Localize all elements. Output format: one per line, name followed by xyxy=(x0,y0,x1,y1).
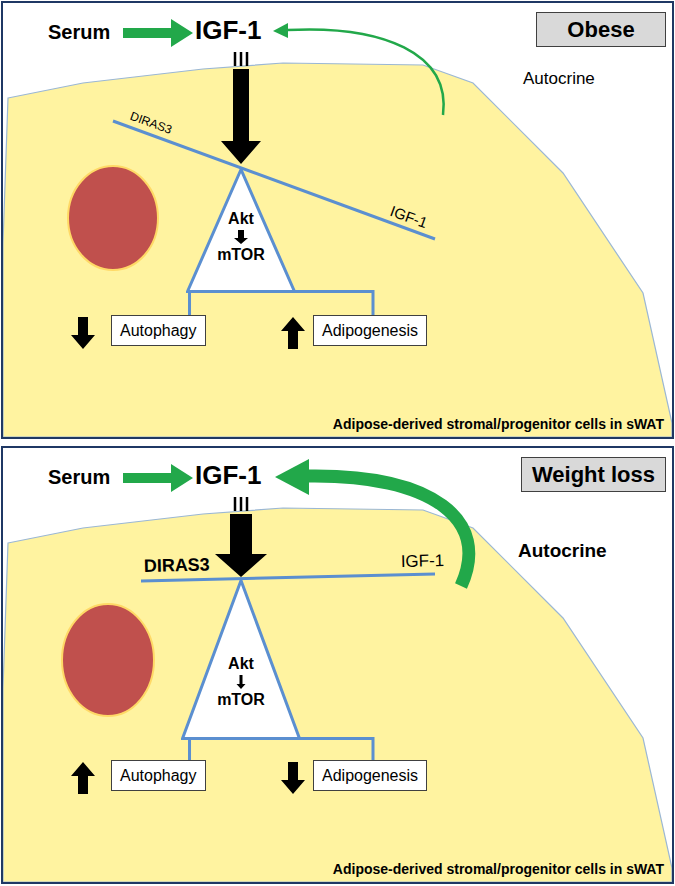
kinase-label: Akt xyxy=(186,210,296,228)
process-box: Adipogenesis xyxy=(313,760,427,791)
decrease-arrow xyxy=(281,762,305,794)
increase-arrow xyxy=(71,762,95,794)
cell-body xyxy=(3,508,672,882)
condition-label: Weight loss xyxy=(530,462,657,487)
bracket-connector xyxy=(295,739,373,761)
seesaw-beam xyxy=(113,121,435,239)
autocrine-arrow xyxy=(287,29,444,115)
source-label: Serum xyxy=(48,466,110,489)
condition-tag: Weight loss xyxy=(521,457,666,492)
fulcrum-shape xyxy=(188,170,295,292)
nucleus xyxy=(62,604,154,716)
fulcrum-triangle: Akt mTOR xyxy=(186,168,296,293)
process-label: Adipogenesis xyxy=(322,766,418,785)
process-box: Autophagy xyxy=(111,760,206,791)
beam-label: DIRAS3 xyxy=(143,555,210,577)
increase-arrow xyxy=(281,317,305,349)
figure-panel: ObeseAkt mTOR Autophagy AdipogenesisAdipose… xyxy=(1,1,674,439)
beam-label: IGF-1 xyxy=(401,551,445,572)
process-label: Autophagy xyxy=(120,766,197,785)
fulcrum-triangle: Akt mTOR xyxy=(181,579,301,740)
process-box: Autophagy xyxy=(111,315,206,346)
kinase-label: Akt xyxy=(181,655,301,673)
pathway-label: Autocrine xyxy=(518,540,607,562)
signal-arrow xyxy=(221,69,261,164)
signal-arrow xyxy=(215,514,267,577)
activation-arrow xyxy=(234,230,248,244)
receptor-symbol xyxy=(234,497,237,511)
autocrine-arrowhead xyxy=(275,459,309,495)
panel-art xyxy=(3,459,672,882)
serum-arrow xyxy=(123,19,193,47)
activation-arrow xyxy=(237,675,246,689)
factor-label: IGF-1 xyxy=(195,461,261,491)
decrease-arrow xyxy=(71,317,95,349)
kinase-label: mTOR xyxy=(181,691,301,709)
process-label: Adipogenesis xyxy=(322,321,418,340)
nucleus xyxy=(68,166,158,270)
condition-tag: Obese xyxy=(536,12,666,47)
factor-label: IGF-1 xyxy=(195,16,261,46)
autocrine-arrow xyxy=(307,476,469,586)
triangle-outline xyxy=(186,168,296,293)
serum-arrow xyxy=(123,464,193,492)
bracket-connector xyxy=(190,292,192,316)
receptor-symbol xyxy=(240,497,243,511)
panel-caption: Adipose-derived stromal/progenitor cells… xyxy=(333,416,664,432)
receptor-symbol xyxy=(240,52,243,66)
process-label: Autophagy xyxy=(120,321,197,340)
figure-panel: Weight lossAktmTORAutophagyAdipogenesisA… xyxy=(1,446,674,884)
bracket-connector xyxy=(290,292,373,316)
beam-label: IGF-1 xyxy=(388,202,430,231)
cell-body xyxy=(3,63,672,437)
process-box: Adipogenesis xyxy=(313,315,427,346)
source-label: Serum xyxy=(48,21,110,44)
receptor-symbol xyxy=(234,52,237,66)
panel-caption: Adipose-derived stromal/progenitor cells… xyxy=(333,861,664,877)
pathway-label: Autocrine xyxy=(523,69,595,89)
kinase-label: mTOR xyxy=(186,246,296,264)
bracket-connector xyxy=(187,739,190,761)
autocrine-arrowhead xyxy=(273,23,288,38)
condition-label: Obese xyxy=(545,17,657,42)
receptor-symbol xyxy=(246,52,249,66)
panel-art xyxy=(3,19,672,437)
receptor-symbol xyxy=(246,497,249,511)
beam-label: DIRAS3 xyxy=(128,110,173,138)
